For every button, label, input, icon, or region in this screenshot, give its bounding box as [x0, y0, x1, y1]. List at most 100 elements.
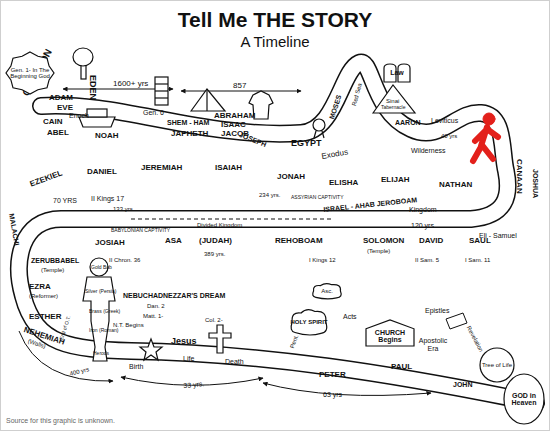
epistle-scroll: [446, 313, 467, 329]
babel-tower: [155, 83, 168, 84]
timeline-label: Birth: [129, 363, 143, 370]
node-shape: [384, 64, 410, 82]
timeline-label: Dan. 2: [147, 303, 165, 309]
timeline-label: ISAAC: [221, 121, 246, 129]
road-outline: [19, 63, 536, 403]
timeline-label: JONAH: [277, 173, 305, 181]
timeline-label: NEBUCHADNEZZAR'S DREAM: [123, 292, 225, 299]
timeline-label: EZRA: [29, 283, 51, 291]
timeline-label: Col. 2-: [205, 317, 223, 323]
timeline-label: 40 yrs: [441, 133, 457, 139]
timeline-label: II Sam. 5: [415, 257, 439, 263]
timeline-label: 234 yrs.: [259, 192, 280, 198]
timeline-cloud-node: Asc.: [311, 282, 343, 300]
timeline-label: Matt. 1-: [143, 313, 163, 319]
node-text: Tree of Life: [482, 362, 512, 368]
node-text: GOD in Heaven: [503, 392, 545, 407]
eden-tree: [73, 48, 93, 66]
timeline-label: REHOBOAM: [275, 237, 323, 245]
node-shape: [6, 52, 54, 94]
node-text: Asc.: [321, 288, 333, 294]
node-text: CHURCH Begins: [365, 329, 415, 344]
timeline-label: SAUL: [469, 237, 491, 245]
page-title: Tell Me THE STORY: [1, 9, 549, 30]
timeline-label: ASA: [165, 237, 182, 245]
timeline-label: Silver (Persia): [85, 289, 116, 294]
timeline-label: Gen. 6: [143, 109, 164, 116]
timeline-label: (Temple): [41, 267, 64, 273]
timeline-label: SOLOMON: [363, 237, 404, 245]
timeline-label: JOSHUA: [532, 169, 539, 198]
timeline-label: SHEM - HAM: [167, 119, 209, 126]
death-cross: [209, 325, 231, 353]
timeline-egg-node: GOD in Heaven: [503, 373, 545, 425]
timeline-label: 70 YRS: [53, 197, 77, 204]
timeline-label: 33 yrs.: [183, 380, 205, 389]
traveler-figure: [473, 127, 498, 161]
timeline-label: ELIJAH: [381, 176, 409, 184]
timeline-label: ESTHER: [29, 313, 61, 321]
timeline-label: JAPHETH: [171, 130, 208, 138]
timeline-label: II Chron. 36: [109, 257, 140, 263]
timeline-cloud-node: HOLY SPIRIT: [289, 307, 329, 337]
babel-tower: [155, 97, 168, 98]
timeline-label: JOSIAH: [95, 239, 125, 247]
timeline-label: ASSYRIAN CAPTIVITY: [291, 195, 344, 200]
timeline-label: Divided Kingdom: [197, 222, 242, 228]
timeline-label: 63 yrs: [323, 391, 342, 398]
timeline-label: DAVID: [419, 237, 443, 245]
timeline-circle-node: Tree of Life: [479, 347, 515, 383]
node-text: Law: [390, 69, 404, 76]
timeline-label: JEREMIAH: [141, 164, 182, 172]
timeline-label: Brass (Greek): [89, 309, 120, 314]
timeline-label: Revelation: [466, 325, 485, 353]
timeline-label: Death: [225, 358, 244, 365]
timeline-label: ABRAHAM: [214, 112, 255, 120]
timeline-label: Sinai: [386, 98, 399, 104]
timeline-label: EZEKIEL: [29, 169, 63, 188]
timeline-label: Epistles: [425, 307, 450, 314]
timeline-label: BABYLONIAN CAPTIVITY: [111, 228, 170, 233]
span-arrows: [19, 89, 431, 395]
timeline-label: PAUL: [391, 363, 412, 371]
timeline-label: Jesus: [171, 337, 197, 346]
sinai-mountain: [373, 85, 415, 113]
birth-star: [140, 339, 162, 360]
timeline-label: AARON: [395, 119, 421, 126]
babel-tower: [155, 90, 168, 91]
timeline-label: Life: [183, 355, 194, 362]
timeline-label: Kingdom: [409, 206, 437, 213]
source-caption: Source for this graphic is unknown.: [6, 417, 115, 424]
timeline-label: N.T. Begins: [113, 322, 144, 328]
timeline-tablet-node: Law: [383, 63, 411, 82]
timeline-label: 120 yrs: [411, 222, 434, 229]
timeline-label: EDEN: [88, 75, 97, 100]
noah-ark: [87, 109, 107, 117]
node-text: Gen. 1- In The Beginning God: [5, 67, 55, 80]
node-shape: [480, 348, 514, 382]
timeline-label: ADAM: [49, 94, 73, 102]
timeline-label: 389 yrs.: [204, 251, 225, 257]
moses-emblem: [314, 131, 324, 138]
timeline-label: MALACHI: [8, 213, 20, 246]
node-text-holder: HOLY SPIRIT: [289, 307, 329, 337]
timeline-label: Pent.: [289, 334, 299, 349]
timeline-label: NATHAN: [439, 181, 472, 189]
timeline-label: Apostolic Era: [415, 337, 451, 352]
timeline-label: EGYPT: [291, 139, 322, 148]
timeline-label: ABEL: [47, 129, 69, 137]
sinai-mountain: [373, 85, 415, 113]
eden-tree: [73, 48, 93, 79]
death-cross: [209, 325, 231, 353]
timeline-label: ELISHA: [329, 179, 358, 187]
timeline-label: 400 yrs: [69, 366, 90, 377]
node-text-holder: CHURCH Begins: [365, 319, 415, 347]
timeline-label: CANAAN: [515, 159, 523, 194]
moses-emblem: [313, 119, 325, 138]
abraham-tent: [191, 89, 225, 111]
node-shape: [366, 320, 414, 346]
timeline-label: ZERUBBABEL: [31, 257, 79, 264]
timeline-label: 133 yrs: [113, 206, 133, 212]
timeline-label: Exodus: [321, 148, 349, 161]
